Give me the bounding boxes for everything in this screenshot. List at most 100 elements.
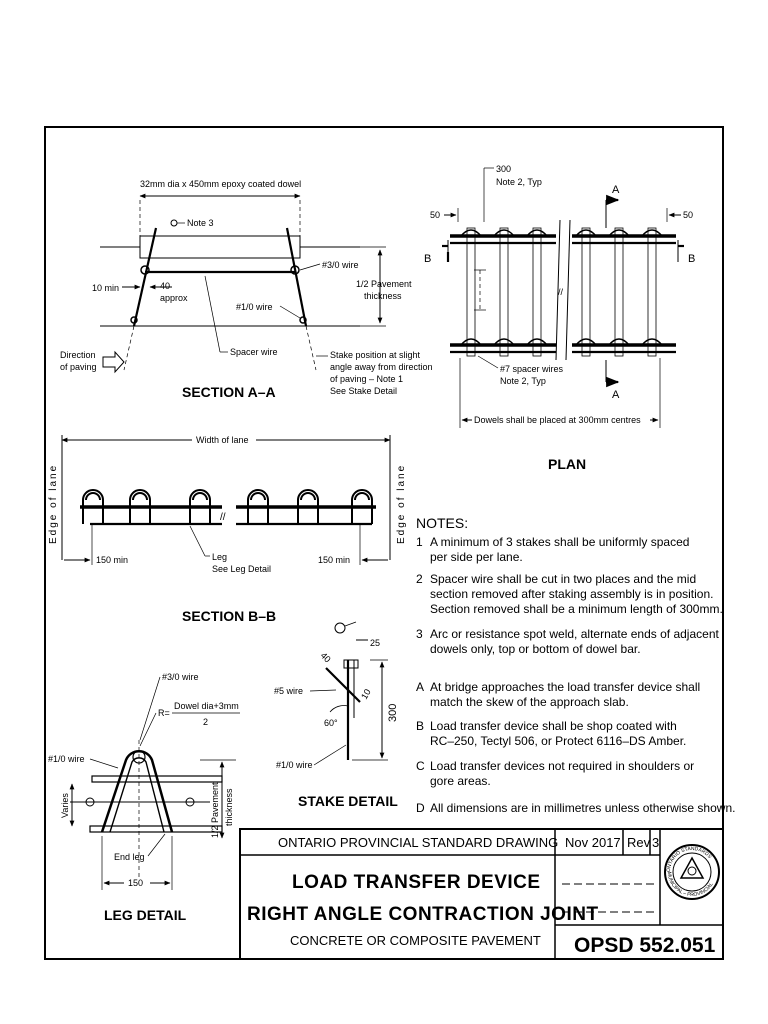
leg-end-leg: End leg (114, 852, 145, 862)
stake-note-1: Stake position at slight (330, 350, 421, 360)
direction-label-2: of paving (60, 362, 97, 372)
ten-min-label: 10 min (92, 283, 119, 293)
svg-text://: // (220, 512, 226, 523)
section-bb: Width of lane Edge of lane Edge of lane … (48, 433, 407, 624)
dowel-bar (139, 235, 301, 259)
note-key-2: 2 (416, 572, 423, 586)
note-3-line-2: dowels only, top or bottom of dowel bar. (430, 642, 641, 656)
stake-dim-25: 25 (370, 638, 380, 648)
note-3-line-1: Arc or resistance spot weld, alternate e… (430, 627, 719, 641)
stake-wire-1-0-label: #1/0 wire (276, 760, 313, 770)
plan-title: PLAN (548, 456, 586, 472)
note-b-line-1: Load transfer device shall be shop coate… (430, 719, 677, 733)
leg-half-pavement-1: 1/2 Pavement (210, 782, 220, 838)
leg-detail: #3/0 wire R= Dowel dia+3mm 2 #1/0 wire V… (48, 672, 240, 923)
note-2-line-2: section removed after staking assembly i… (430, 587, 713, 601)
leg-r-den: 2 (203, 717, 208, 727)
dowel-label: 32mm dia x 450mm epoxy coated dowel (140, 179, 301, 189)
forty-label: 40 (160, 281, 170, 291)
tb-standard: ONTARIO PROVINCIAL STANDARD DRAWING (278, 835, 558, 850)
note-key-c: C (416, 759, 425, 773)
bb-width-of-lane: Width of lane (196, 435, 249, 445)
plan-spacer-label-2: Note 2, Typ (500, 376, 546, 386)
title-block: ONTARIO PROVINCIAL STANDARD DRAWING Nov … (239, 828, 724, 960)
note-a-line-2: match the skew of the approach slab. (430, 695, 629, 709)
plan-marker-b-right: B (688, 253, 695, 265)
tb-title-line2: RIGHT ANGLE CONTRACTION JOINT (247, 904, 599, 925)
plan-spacer-label-1: #7 spacer wires (500, 364, 564, 374)
plan-marker-b-left: B (424, 253, 431, 265)
leg-half-pavement-2: thickness (224, 788, 234, 826)
leg-r-num: Dowel dia+3mm (174, 701, 239, 711)
leg-wire-1-0-label: #1/0 wire (48, 754, 85, 764)
stake-detail-title: STAKE DETAIL (298, 793, 398, 809)
direction-label-1: Direction (60, 350, 96, 360)
bb-leg-1: Leg (212, 552, 227, 562)
note-key-d: D (416, 801, 425, 815)
tb-subtitle: CONCRETE OR COMPOSITE PAVEMENT (290, 933, 541, 948)
note-c-line-2: gore areas. (430, 774, 491, 788)
tb-number: OPSD 552.051 (574, 934, 716, 957)
note-2-line-3: Section removed shall be a minimum lengt… (430, 602, 723, 616)
notes-block: NOTES: 1 A minimum of 3 stakes shall be u… (416, 515, 735, 815)
section-aa: 32mm dia x 450mm epoxy coated dowel Note… (60, 179, 433, 400)
bb-edge-right: Edge of lane (396, 464, 407, 544)
leg-wire-3-0-label: #3/0 wire (162, 672, 199, 682)
tb-rev-value: 3 (652, 835, 659, 850)
half-pavement-label-1: 1/2 Pavement (356, 279, 412, 289)
wire-3-0-label: #3/0 wire (322, 260, 359, 270)
bb-loops (82, 489, 373, 524)
note-key-3: 3 (416, 627, 423, 641)
leg-dim-150: 150 (128, 878, 143, 888)
note3-label: Note 3 (187, 218, 214, 228)
plan-marker-a-top: A (612, 184, 620, 196)
note-key-1: 1 (416, 535, 423, 549)
leg-r-eq: R= (158, 708, 170, 718)
bb-min-left: 150 min (96, 555, 128, 565)
stake-angle-60: 60° (324, 718, 338, 728)
plan-dowels (466, 227, 657, 357)
plan-dim-50-right: 50 (683, 210, 693, 220)
tb-rev-label: Rev (627, 835, 651, 850)
wire-1-0-label: #1/0 wire (236, 302, 273, 312)
note-1-line-2: per side per lane. (430, 550, 523, 564)
approx-label: approx (160, 293, 188, 303)
note-key-b: B (416, 719, 424, 733)
plan-dim-300: 300 (496, 164, 511, 174)
spacer-wire-label: Spacer wire (230, 347, 278, 357)
tb-title-line1: LOAD TRANSFER DEVICE (292, 872, 541, 893)
stake-note-3: of paving – Note 1 (330, 374, 403, 384)
plan-marker-a-bottom: A (612, 389, 620, 401)
plan-dim-50-left: 50 (430, 210, 440, 220)
bb-leg-2: See Leg Detail (212, 564, 271, 574)
wire-1-0-dot (130, 316, 138, 324)
stake-detail: 25 40 10 #5 wire 60° 300 #1/0 wire STAKE… (274, 621, 399, 809)
bb-min-right: 150 min (318, 555, 350, 565)
plan-dowel-spacing: Dowels shall be placed at 300mm centres (474, 415, 641, 425)
wire-3-0-dot (140, 265, 150, 275)
note-2-line-1: Spacer wire shall be cut in two places a… (430, 572, 696, 586)
leg-detail-title: LEG DETAIL (104, 907, 187, 923)
bb-edge-left: Edge of lane (48, 464, 59, 544)
stake-dim-40: 40 (319, 650, 333, 664)
note-b-line-2: RC–250, Tectyl 506, or Protect 6116–DS A… (430, 734, 686, 748)
note-1-line-1: A minimum of 3 stakes shall be uniformly… (430, 535, 689, 549)
tb-date: Nov 2017 (565, 835, 621, 850)
stake-note-4: See Stake Detail (330, 386, 397, 396)
half-pavement-label-2: thickness (364, 291, 402, 301)
note-c-line-1: Load transfer devices not required in sh… (430, 759, 694, 773)
plan-view: 300 Note 2, Typ 50 50 (424, 164, 695, 472)
stake-dim-10: 10 (359, 687, 373, 701)
stake-note-2: angle away from direction (330, 362, 433, 372)
note-key-a: A (416, 680, 424, 694)
note-a-line-1: At bridge approaches the load transfer d… (430, 680, 700, 694)
notes-list: 1 A minimum of 3 stakes shall be uniforml… (416, 535, 735, 815)
direction-arrow (102, 350, 125, 374)
plan-note2-typ-top: Note 2, Typ (496, 177, 542, 187)
leg-varies: Varies (60, 793, 70, 818)
section-bb-title: SECTION B–B (182, 608, 276, 624)
notes-heading: NOTES: (416, 515, 468, 531)
stake-wire-5-label: #5 wire (274, 686, 303, 696)
svg-text://: // (558, 287, 564, 297)
